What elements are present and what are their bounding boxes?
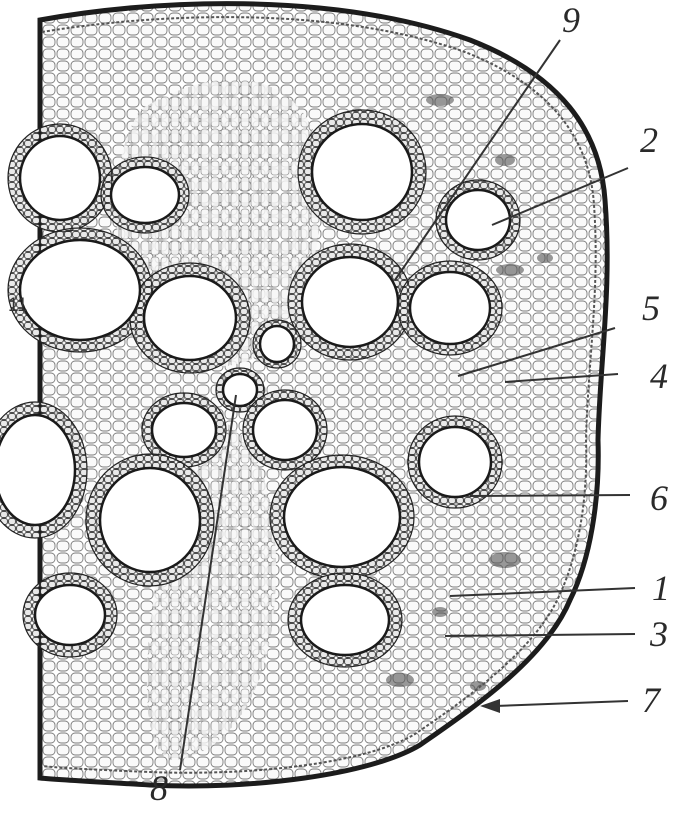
- cavity: [0, 415, 75, 525]
- cavity: [410, 272, 490, 344]
- cavity: [260, 326, 294, 362]
- cavity: [152, 403, 216, 457]
- label-6: 6: [650, 480, 668, 516]
- cavity: [419, 427, 491, 497]
- label-9: 9: [562, 2, 580, 38]
- cavity: [20, 136, 100, 220]
- cavity: [253, 400, 317, 460]
- cavity: [223, 374, 257, 406]
- label-2: 2: [640, 122, 658, 158]
- cavity: [312, 124, 412, 220]
- cavity: [111, 167, 179, 223]
- cavity: [35, 585, 105, 645]
- cavity: [144, 276, 236, 360]
- label-5: 5: [642, 290, 660, 326]
- label-8: 8: [150, 770, 168, 806]
- label-4: 4: [650, 358, 668, 394]
- label-7: 7: [642, 682, 660, 718]
- cavity: [302, 257, 398, 347]
- leader-line-7: [495, 701, 628, 706]
- label-11: 11: [8, 296, 28, 315]
- cavity: [20, 240, 140, 340]
- cavity: [301, 585, 389, 655]
- cavity: [100, 468, 200, 572]
- label-3: 3: [650, 616, 668, 652]
- label-1: 1: [652, 570, 670, 606]
- cavity: [284, 467, 400, 567]
- cavity: [446, 190, 510, 250]
- leader-line-6: [470, 495, 630, 496]
- section-outline: [40, 4, 607, 786]
